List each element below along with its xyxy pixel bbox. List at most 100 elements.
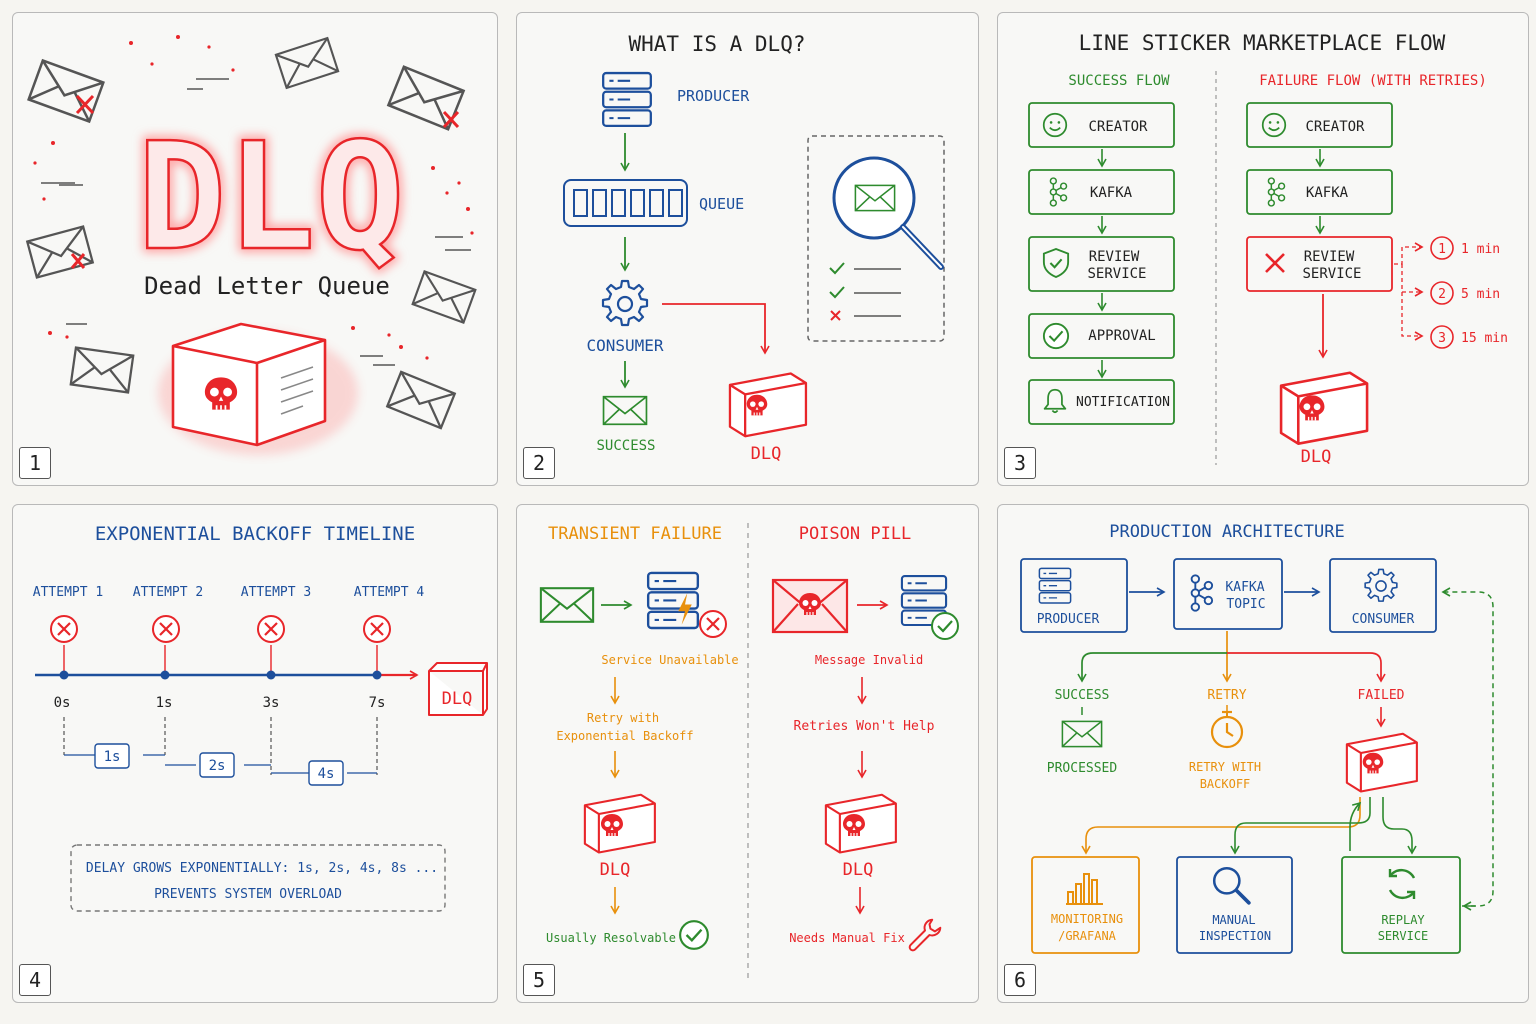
retry-delay: 1 min [1461,242,1500,257]
check-circle-icon [1042,322,1070,350]
node-label: SERVICE [1378,929,1429,943]
envelope-icon [411,270,477,324]
check-icon [829,286,845,299]
monitoring-node: MONITORING /GRAFANA [1031,856,1140,954]
success-flow-heading: SUCCESS FLOW [1068,73,1170,89]
dlq-box [1345,732,1419,793]
replay-arrow [1441,587,1494,907]
dlq-box [824,793,898,854]
failure-step-review: REVIEW SERVICE [1246,236,1393,292]
retry-number: 2 [1438,287,1446,302]
step-label: KAFKA [1306,185,1349,201]
processed-label: PROCESSED [1047,761,1118,776]
success-step-creator: CREATOR [1028,102,1175,148]
time-label: 0s [54,695,71,711]
failed-label: FAILED [1358,688,1405,703]
failure-flow-heading: FAILURE FLOW (WITH RETRIES) [1259,73,1487,89]
panel-6-architecture: PRODUCTION ARCHITECTURE PRODUCER KAFKA T… [1020,522,1494,954]
attempt-labels: ATTEMPT 1 ATTEMPT 2 ATTEMPT 3 ATTEMPT 4 [33,585,425,600]
panel-number: 4 [19,964,51,996]
kafka-icon [1190,574,1214,612]
attempt-label: ATTEMPT 3 [241,585,311,600]
poison-cause: Message Invalid [815,653,923,667]
dlq-box [728,372,808,438]
envelope-icon [386,370,456,430]
node-label: MANUAL [1212,913,1255,927]
note-line: DELAY GROWS EXPONENTIALLY: 1s, 2s, 4s, 8… [86,861,438,876]
panel-2-diagram: WHAT IS A DLQ? PRODUCER QUEUE CONSUMER S… [563,32,945,464]
node-label: REPLAY [1381,913,1425,927]
dlq-label: DLQ [1301,447,1332,467]
panel-3: LINE STICKER MARKETPLACE FLOW SUCCESS FL… [997,12,1529,486]
wrench-icon [908,918,942,952]
arrow [662,303,770,355]
transient-action: Exponential Backoff [556,729,693,743]
node-label: /GRAFANA [1058,929,1117,943]
envelope-icon [602,395,648,426]
dlq-logo-glow: DLQ [137,111,404,283]
note-box: DELAY GROWS EXPONENTIALLY: 1s, 2s, 4s, 8… [70,844,446,912]
panel-number: 2 [523,447,555,479]
close-icon [70,253,86,269]
time-label: 1s [156,695,173,711]
retry-1: 1 1 min [1430,236,1500,260]
gap-brackets [64,754,377,774]
panel-title: WHAT IS A DLQ? [628,32,805,56]
retry-label: RETRY [1207,688,1246,703]
kafka-icon [1267,177,1286,207]
magnifier-icon [1212,866,1251,905]
retry-2: 2 5 min [1430,281,1500,305]
envelope-icon [69,346,135,394]
panel-number: 1 [19,447,51,479]
dlq-box [158,322,358,455]
bar-chart-icon [1065,873,1104,905]
envelope-icon [26,225,94,279]
node-label: KAFKA [1225,580,1264,595]
shield-icon [1042,247,1070,279]
smiley-icon [1261,112,1287,138]
panel-5-comparison: TRANSIENT FAILURE Service Unavailable Re… [539,523,960,983]
step-label: REVIEW [1304,249,1355,265]
kafka-icon [1049,177,1068,207]
poison-outcome: Needs Manual Fix [789,931,905,945]
consumer-label: CONSUMER [586,336,663,355]
refresh-icon [1388,867,1416,901]
check-circle-icon [930,611,960,641]
retry-branches [1394,242,1424,341]
panel-number: 6 [1004,964,1036,996]
attempt-label: ATTEMPT 2 [133,585,203,600]
step-label: NOTIFICATION [1076,395,1170,410]
node-label: MONITORING [1051,912,1123,926]
check-icon [829,262,845,275]
panel-number: 5 [523,964,555,996]
dlq-box: DLQ [428,662,488,716]
poison-action: Retries Won't Help [794,719,935,734]
manual-inspection-node: MANUAL INSPECTION [1176,856,1293,954]
panel-1-illustration: DLQ DLQ Dead Letter Queue [26,35,477,455]
dlq-label: DLQ [600,860,631,880]
close-icon [75,94,95,115]
envelope-icon [274,36,340,90]
success-label: SUCCESS [596,438,655,454]
panel-2: WHAT IS A DLQ? PRODUCER QUEUE CONSUMER S… [516,12,979,486]
success-step-notification: NOTIFICATION [1028,379,1175,425]
motion-lines [41,78,471,366]
x-circle-icon [256,614,286,644]
panel-6: PRODUCTION ARCHITECTURE PRODUCER KAFKA T… [997,504,1529,1003]
success-step-approval: APPROVAL [1028,313,1175,359]
step-label: APPROVAL [1088,328,1155,344]
panel-title: PRODUCTION ARCHITECTURE [1109,522,1344,542]
producer-node: PRODUCER [1020,558,1128,633]
note-line: PREVENTS SYSTEM OVERLOAD [154,887,342,902]
x-circle-icon [362,614,392,644]
step-label: CREATOR [1088,119,1148,135]
panel-5: TRANSIENT FAILURE Service Unavailable Re… [516,504,979,1003]
envelope-icon [539,587,595,623]
clock-icon [1210,710,1244,749]
x-circle-icon [151,614,181,644]
success-label: SUCCESS [1055,688,1110,703]
retry-number: 3 [1438,331,1446,346]
consumer-node: CONSUMER [1329,558,1437,633]
bell-icon [1043,388,1067,414]
server-icon [646,571,700,630]
